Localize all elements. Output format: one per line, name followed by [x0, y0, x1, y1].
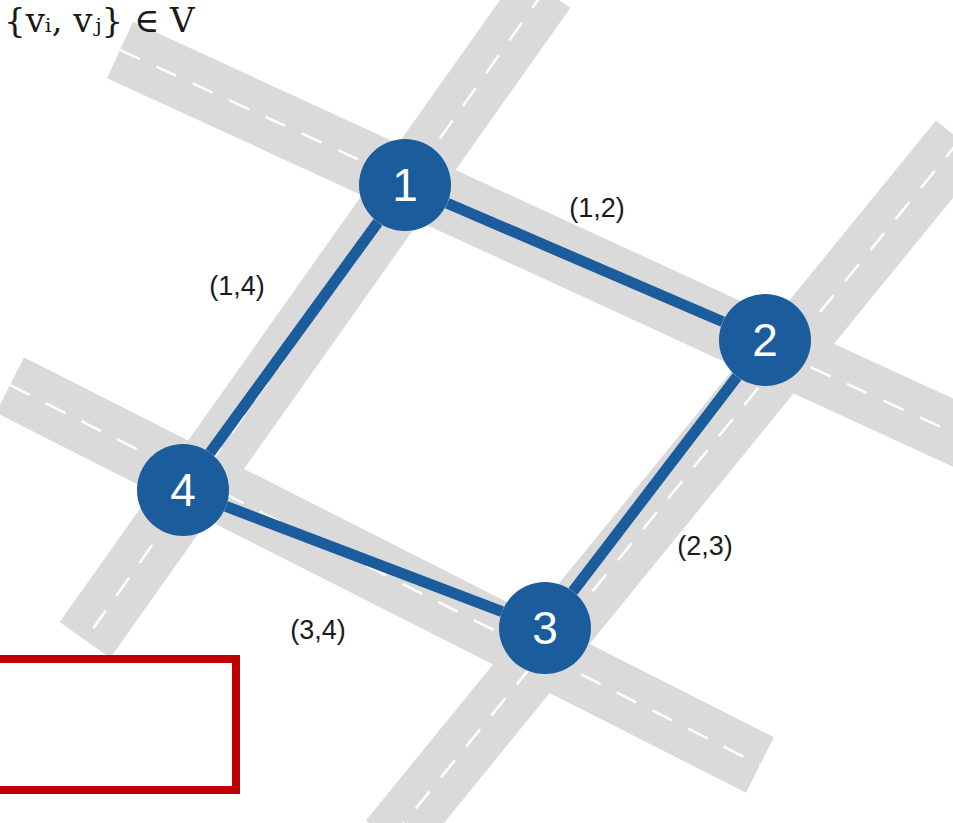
edge-label: (1,4) [209, 271, 265, 302]
lane-marking [120, 50, 953, 445]
intersection-node: 3 [499, 582, 591, 674]
intersection-node: 1 [359, 139, 451, 231]
node-number: 2 [752, 317, 778, 363]
edge-label: (3,4) [290, 615, 346, 646]
node-number: 3 [532, 605, 558, 651]
node-number: 4 [170, 467, 196, 513]
intersection-node: 2 [719, 294, 811, 386]
road-edge [210, 222, 378, 453]
lane-marking [85, 0, 545, 640]
road-edge [573, 377, 737, 592]
highlight-box [0, 659, 236, 790]
intersection-node: 4 [137, 444, 229, 536]
edge-label: (2,3) [677, 531, 733, 562]
road [85, 0, 545, 640]
node-number: 1 [392, 162, 418, 208]
lane-marking [390, 140, 953, 823]
lane-marking [10, 385, 760, 765]
edge-label: (1,2) [569, 193, 625, 224]
road-edge [226, 506, 502, 611]
set-notation: {vᵢ, vⱼ} ∈ V [4, 0, 194, 40]
